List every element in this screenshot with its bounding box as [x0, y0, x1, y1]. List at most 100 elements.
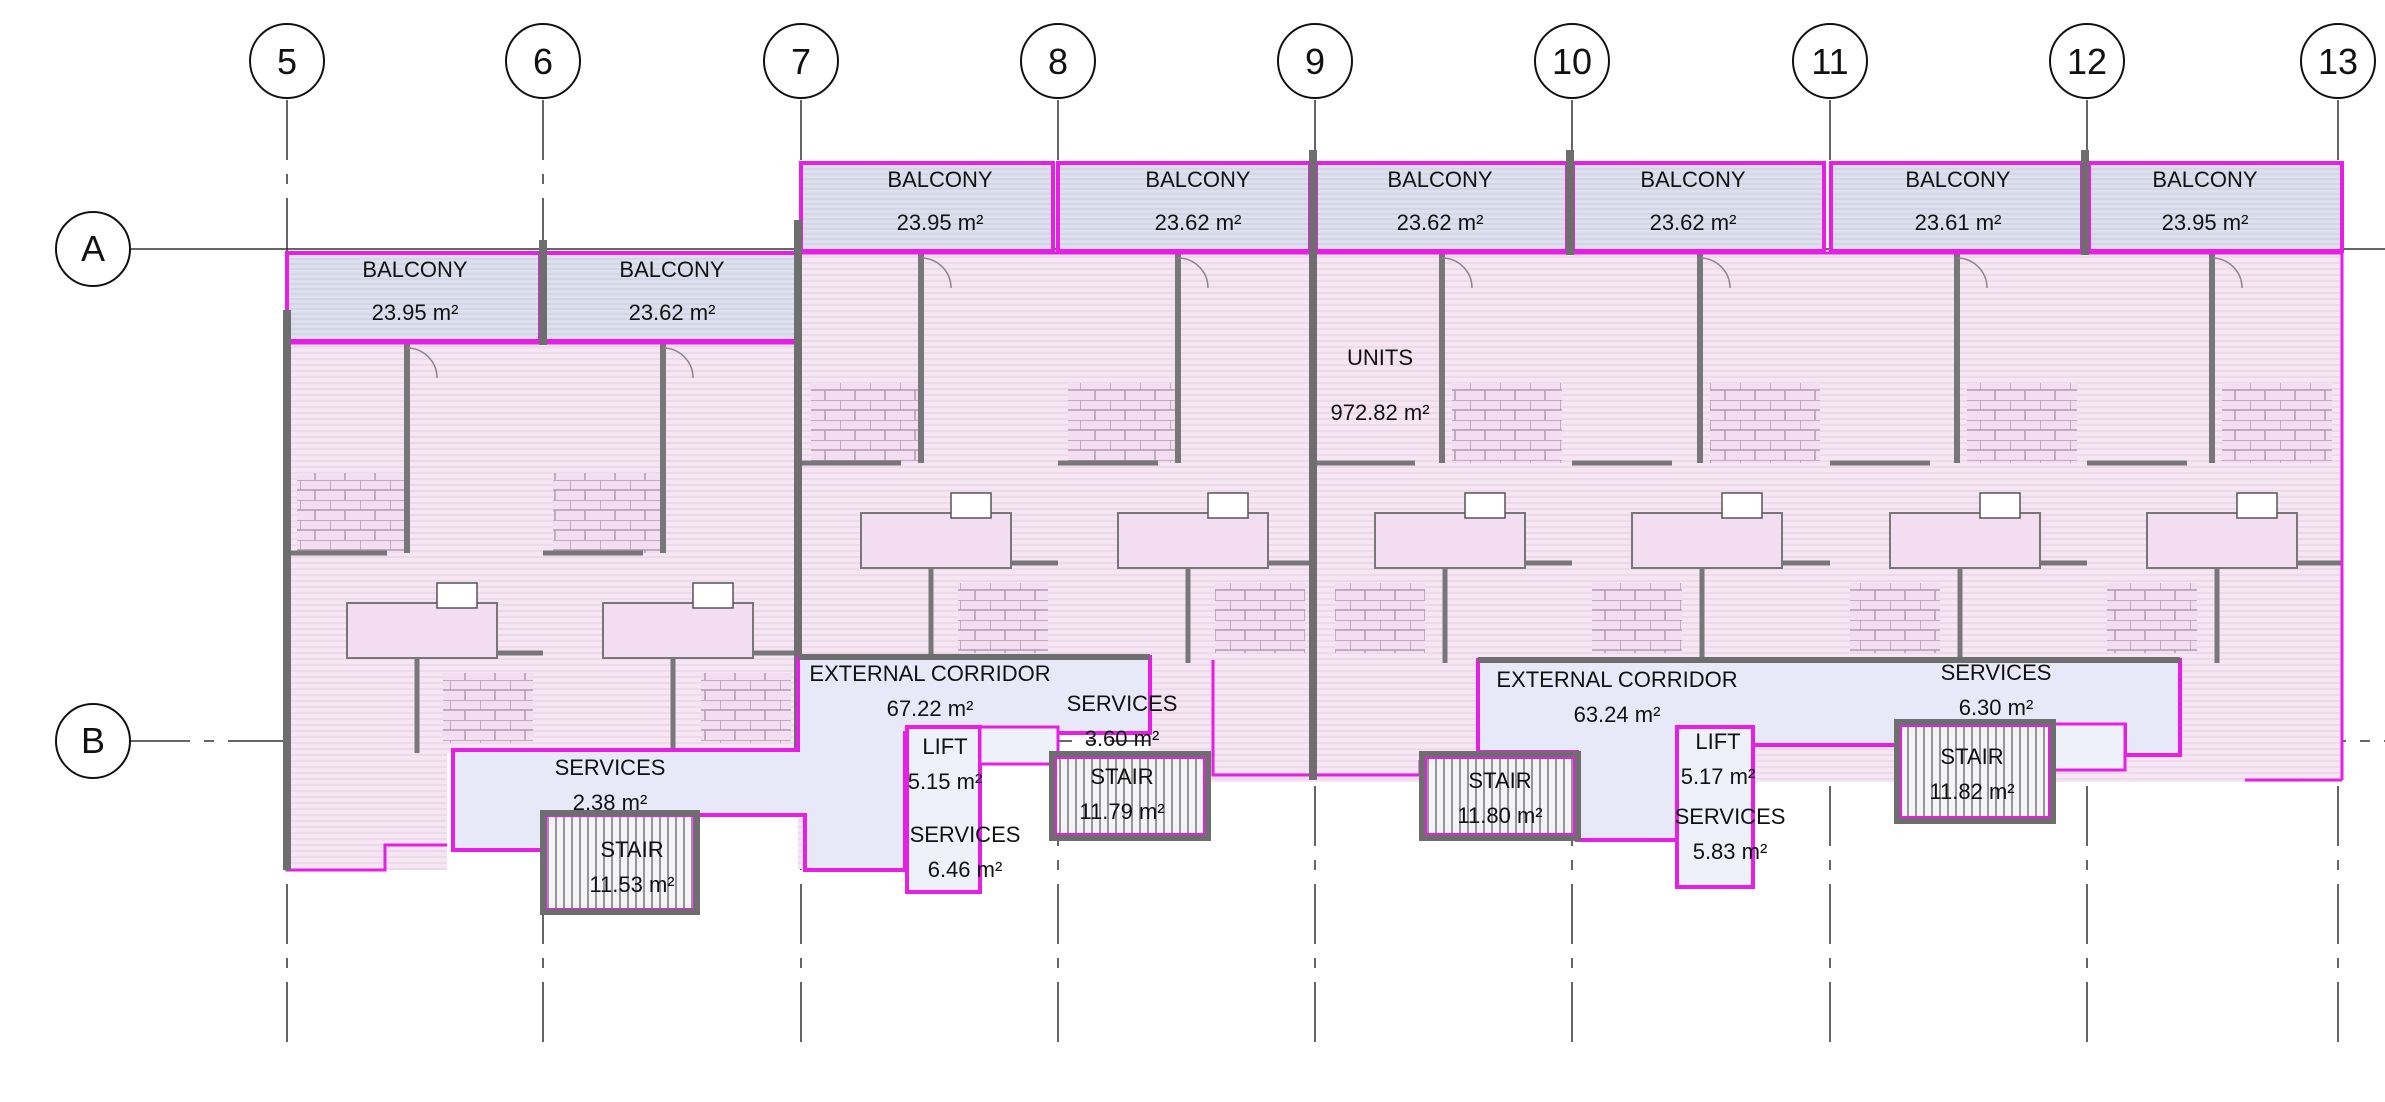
grid-column-label: 10 [1552, 41, 1592, 82]
room-tag: LIFT 5.17 m² [1681, 729, 1756, 789]
unit-layout [543, 343, 801, 753]
room-area: 23.95 m² [2162, 210, 2249, 235]
unit-layout [1058, 253, 1315, 663]
room-tag: LIFT 5.15 m² [908, 734, 983, 794]
room-area: 3.60 m² [1085, 726, 1160, 751]
grid-column-label: 12 [2067, 41, 2107, 82]
grid-bubble-column: 8 [1020, 23, 1096, 99]
room-name: LIFT [922, 734, 967, 759]
room-tag: BALCONY 23.95 m² [887, 167, 992, 235]
room-area: 63.24 m² [1574, 702, 1661, 727]
grid-bubble-column: 7 [763, 23, 839, 99]
room-name: SERVICES [1941, 660, 2052, 685]
room-area: 23.62 m² [1650, 210, 1737, 235]
grid-column-label: 13 [2318, 41, 2358, 82]
grid-column-label: 6 [533, 41, 553, 82]
room-tag: EXTERNAL CORRIDOR 67.22 m² [809, 661, 1050, 721]
unit-layout [1315, 253, 1572, 663]
room-name: STAIR [1090, 764, 1153, 789]
room-name: SERVICES [1675, 804, 1786, 829]
grid-bubble-column: 9 [1277, 23, 1353, 99]
grid-bubbles: 5 6 7 8 9 10 11 12 13A B [55, 23, 2376, 779]
room-name: BALCONY [887, 167, 992, 192]
unit-layout [2087, 253, 2342, 663]
grid-bubble-column: 6 [505, 23, 581, 99]
room-area: 23.62 m² [1397, 210, 1484, 235]
room-tag: STAIR 11.82 m² [1929, 744, 2014, 804]
unit-partitions [287, 253, 2342, 753]
room-name: SERVICES [910, 822, 1021, 847]
room-area: 23.62 m² [1155, 210, 1242, 235]
room-area: 23.95 m² [897, 210, 984, 235]
room-area: 5.15 m² [908, 769, 983, 794]
room-area: 2.38 m² [573, 790, 648, 815]
room-tag: BALCONY 23.62 m² [1640, 167, 1745, 235]
room-area: 6.30 m² [1959, 695, 2034, 720]
room-name: BALCONY [362, 257, 467, 282]
room-name: BALCONY [2152, 167, 2257, 192]
room-area: 5.17 m² [1681, 764, 1756, 789]
room-tag: BALCONY 23.95 m² [2152, 167, 2257, 235]
room-tag: SERVICES 5.83 m² [1675, 804, 1786, 864]
room-name: LIFT [1695, 729, 1740, 754]
unit-layout [1830, 253, 2087, 663]
unit-layout [287, 343, 543, 753]
grid-row-label: B [81, 720, 105, 761]
room-tag: STAIR 11.79 m² [1079, 764, 1164, 824]
room-area: 23.62 m² [629, 300, 716, 325]
room-name: STAIR [1468, 768, 1531, 793]
room-tag: SERVICES 2.38 m² [555, 755, 666, 815]
grid-column-label: 5 [277, 41, 297, 82]
grid-column-label: 9 [1305, 41, 1325, 82]
room-name: EXTERNAL CORRIDOR [809, 661, 1050, 686]
unit-layout [801, 253, 1058, 663]
grid-bubble-row: B [55, 703, 131, 779]
room-tag: EXTERNAL CORRIDOR 63.24 m² [1496, 667, 1737, 727]
room-tag: STAIR 11.80 m² [1457, 768, 1542, 828]
room-name: STAIR [600, 837, 663, 862]
room-name: BALCONY [619, 257, 724, 282]
grid-bubble-column: 13 [2300, 23, 2376, 99]
grid-column-label: 7 [791, 41, 811, 82]
grid-bubble-column: 5 [249, 23, 325, 99]
room-name: SERVICES [1067, 691, 1178, 716]
grid-bubble-column: 12 [2049, 23, 2125, 99]
room-tag: STAIR 11.53 m² [589, 837, 674, 897]
room-area: 11.79 m² [1079, 799, 1164, 824]
room-area: 11.53 m² [589, 872, 674, 897]
room-tag: BALCONY 23.62 m² [619, 257, 724, 325]
unit-layout [1572, 253, 1830, 663]
room-name: BALCONY [1387, 167, 1492, 192]
room-tag: BALCONY 23.62 m² [1145, 167, 1250, 235]
grid-bubble-column: 11 [1792, 23, 1868, 99]
room-area: 5.83 m² [1693, 839, 1768, 864]
room-area: 23.61 m² [1915, 210, 2002, 235]
room-area: 67.22 m² [887, 696, 974, 721]
grid-row-label: A [81, 228, 105, 269]
room-area: 11.80 m² [1457, 803, 1542, 828]
balconies [285, 161, 2344, 343]
grid-bubble-row: A [55, 211, 131, 287]
room-name: BALCONY [1640, 167, 1745, 192]
grid-bubble-column: 10 [1534, 23, 1610, 99]
room-name: UNITS [1347, 345, 1413, 370]
room-name: EXTERNAL CORRIDOR [1496, 667, 1737, 692]
room-area: 6.46 m² [928, 857, 1003, 882]
room-name: STAIR [1940, 744, 2003, 769]
room-name: SERVICES [555, 755, 666, 780]
cores [540, 719, 2127, 915]
room-tag: SERVICES 6.30 m² [1941, 660, 2052, 720]
room-tag: BALCONY 23.61 m² [1905, 167, 2010, 235]
room-tag: SERVICES 6.46 m² [910, 822, 1021, 882]
grid-column-label: 8 [1048, 41, 1068, 82]
room-name: BALCONY [1905, 167, 2010, 192]
grid-column-label: 11 [1811, 41, 1848, 82]
room-tag: BALCONY 23.62 m² [1387, 167, 1492, 235]
room-name: BALCONY [1145, 167, 1250, 192]
room-area: 11.82 m² [1929, 779, 2014, 804]
room-tag: SERVICES 3.60 m² [1067, 691, 1178, 751]
